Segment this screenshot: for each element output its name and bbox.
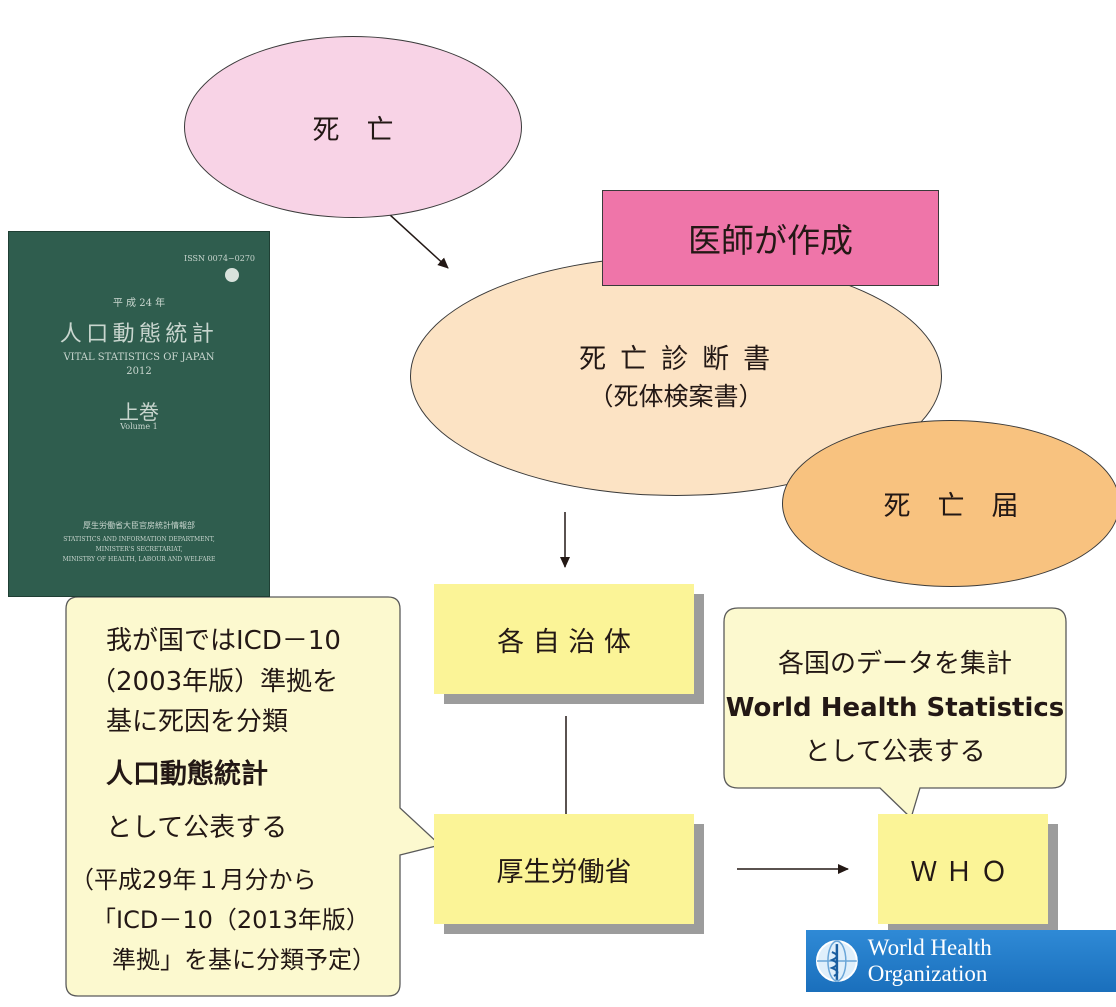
death-label: 死 亡 bbox=[312, 114, 394, 146]
municipality-label: 各 自 治 体 bbox=[497, 626, 631, 658]
who-logo: World Health Organization bbox=[806, 930, 1116, 992]
book-publisher-en3: MINISTRY OF HEALTH, LABOUR AND WELFARE bbox=[62, 556, 216, 563]
who-box: ＷＨＯ bbox=[878, 814, 1048, 924]
who-callout-line2: として公表する bbox=[804, 737, 986, 767]
japan-callout-note1: （平成29年１月分から bbox=[70, 866, 317, 894]
book-issn: ISSN 0074−0270 bbox=[184, 254, 255, 263]
vital-statistics-book-cover: ISSN 0074−0270 平 成 24 年 人口動態統計 VITAL STA… bbox=[8, 231, 270, 597]
book-publisher-en1: STATISTICS AND INFORMATION DEPARTMENT, bbox=[63, 536, 215, 543]
doctor-creates-label: 医師が作成 bbox=[688, 221, 853, 260]
book-edition-year: 2012 bbox=[126, 366, 152, 377]
japan-callout-note3: 準拠」を基に分類予定） bbox=[112, 946, 376, 974]
death-node: 死 亡 bbox=[184, 36, 522, 218]
who-label: ＷＨＯ bbox=[910, 856, 1016, 888]
book-year: 平 成 24 年 bbox=[112, 298, 166, 309]
who-logo-text: World Health Organization bbox=[867, 935, 992, 986]
death-notification-node: 死 亡 届 bbox=[782, 420, 1116, 587]
death-notification-label: 死 亡 届 bbox=[883, 491, 1019, 522]
who-emblem-icon bbox=[815, 940, 858, 982]
death-certificate-label: 死 亡 診 断 書 bbox=[579, 344, 773, 375]
japan-callout-bold: 人口動態統計 bbox=[106, 759, 268, 790]
book-publisher-en2: MINISTER'S SECRETARIAT, bbox=[95, 546, 183, 553]
who-callout-bold: World Health Statistics bbox=[725, 693, 1065, 723]
mhlw-label: 厚生労働省 bbox=[496, 856, 632, 888]
mhlw-box: 厚生労働省 bbox=[434, 814, 694, 924]
book-publisher-jp: 厚生労働省大臣官房統計情報部 bbox=[83, 521, 195, 530]
book-title-jp: 人口動態統計 bbox=[59, 322, 219, 347]
book-volume-jp: 上巻 bbox=[119, 400, 159, 424]
book-logo-icon bbox=[225, 268, 239, 282]
municipality-box: 各 自 治 体 bbox=[434, 584, 694, 694]
japan-callout-line2: （2003年版）準拠を bbox=[90, 667, 339, 697]
book-volume-en: Volume 1 bbox=[120, 422, 158, 431]
autopsy-certificate-label: （死体検案書） bbox=[588, 382, 764, 411]
who-callout-shape bbox=[723, 607, 1067, 820]
doctor-creates-box: 医師が作成 bbox=[602, 190, 939, 286]
japan-callout-shape bbox=[65, 596, 442, 997]
japan-callout-line3: 基に死因を分類 bbox=[106, 707, 289, 737]
japan-callout-line1: 我が国ではICD－10 bbox=[106, 626, 341, 656]
japan-callout-note2: 「ICD－10（2013年版） bbox=[92, 906, 370, 934]
who-callout-line1: 各国のデータを集計 bbox=[777, 649, 1012, 679]
japan-callout-line4: として公表する bbox=[106, 813, 288, 843]
book-title-en: VITAL STATISTICS OF JAPAN bbox=[63, 352, 215, 363]
